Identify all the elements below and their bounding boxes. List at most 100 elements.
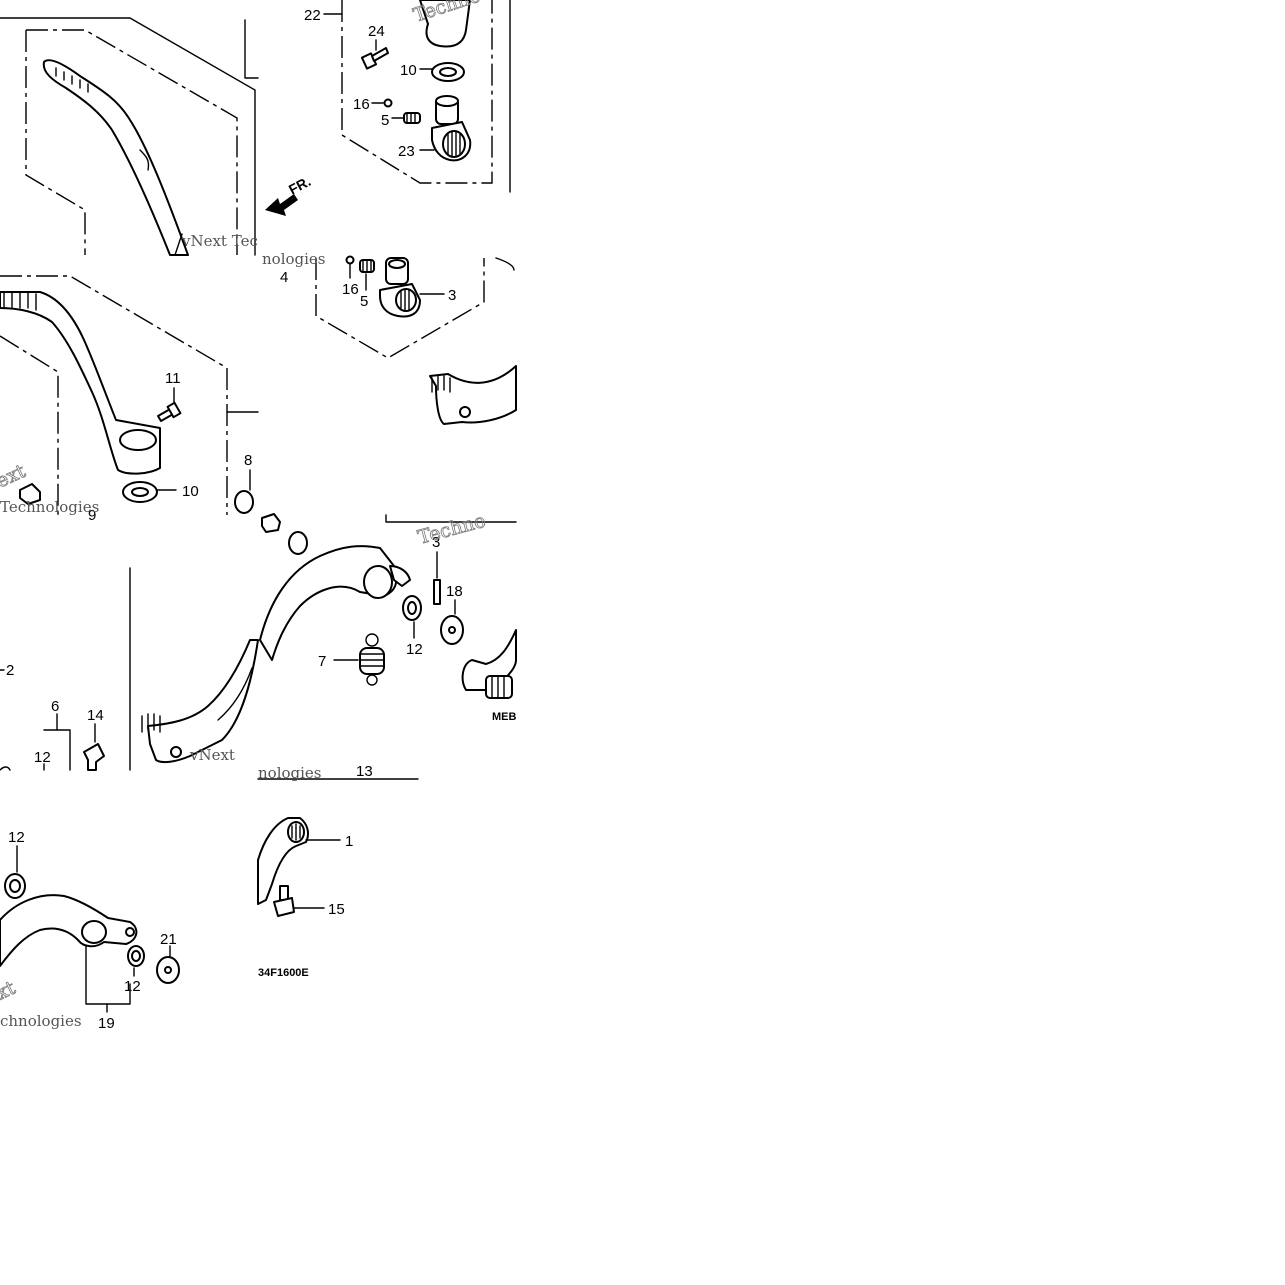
watermark-text: vNext [189, 746, 235, 764]
part-24-bolt [360, 39, 389, 70]
watermark-text: Technologies [0, 498, 99, 516]
callout-12: 12 [406, 641, 423, 658]
shift-pedal-pivot-hole [81, 920, 107, 944]
leader-19-bracket [85, 945, 131, 1005]
callout-4: 4 [280, 269, 288, 286]
watermark: Techno vNext Tec nologies ext Technologi… [0, 0, 488, 1030]
brake-pedal-arm [259, 545, 398, 661]
part-14-clip [83, 723, 105, 771]
part-15-bolt [273, 885, 325, 917]
tile-e-brake-pedal [234, 469, 517, 699]
fr-label: FR. [286, 173, 313, 198]
kick-starter-arm [42, 59, 189, 256]
pedal-pivot [459, 406, 471, 418]
part-12-seal [402, 595, 422, 639]
shift-lever-edge [0, 766, 11, 771]
callout-10: 10 [182, 483, 199, 500]
callout-16: 16 [353, 96, 370, 113]
callout-23: 23 [398, 143, 415, 160]
assembly-dashed-outline [341, 0, 493, 184]
callout-2: 2 [6, 662, 14, 679]
assembly-dashed-outline [26, 29, 238, 255]
callout-21: 21 [160, 931, 177, 948]
kick-arm-boss-hole [119, 429, 157, 451]
diagram-code-upper: MEB [492, 711, 517, 723]
assembly-dashed-outline [315, 258, 485, 359]
brake-pedal-edge [495, 257, 515, 271]
callout-3: 3 [432, 534, 440, 551]
watermark-text: nologies [258, 764, 322, 782]
callout-19: 19 [98, 1015, 115, 1032]
assembly-dashed-outline [0, 275, 228, 515]
watermark-text: xt [0, 977, 19, 1005]
kick-arm-grip-ridges [55, 67, 89, 93]
part-12-seal [4, 845, 26, 899]
part-13-cotter-pin [433, 551, 441, 605]
part-10-seal [122, 481, 177, 503]
shift-pedal [0, 894, 138, 967]
part-12-seal [127, 945, 145, 977]
shift-pedal-tab-hole [125, 927, 135, 937]
callout-14: 14 [87, 707, 104, 724]
pedal-teeth [141, 713, 161, 733]
leader-6-bracket [43, 729, 71, 771]
assembly-frame-line [385, 514, 517, 523]
part-5-spring [359, 259, 375, 291]
part-7-return-spring [333, 633, 385, 686]
callout-16: 16 [342, 281, 359, 298]
part-3-kick-spindle [379, 257, 445, 318]
pedal-pivot-bolt [261, 513, 281, 533]
tile-h-shift-pedal [0, 845, 180, 1013]
brake-pedal-tip [429, 365, 517, 425]
brake-pedal-body [147, 639, 259, 764]
tile-i-shift-arm [257, 817, 341, 917]
brake-pedal-tab [389, 565, 411, 587]
assembly-dashed-outline [25, 30, 86, 255]
diagram-code-lower: 34F1600E [258, 967, 309, 979]
assembly-dashed-outline [0, 335, 59, 515]
watermark-text: nologies [262, 250, 326, 268]
part-23-kick-spindle [419, 95, 472, 162]
assembly-frame-line [244, 19, 259, 79]
part-11-bolt [157, 387, 182, 422]
callout-9: 9 [88, 507, 96, 524]
part-22-kick-boss [419, 0, 471, 48]
pedal-pivot-collar [288, 531, 308, 555]
kick-arm-grip-ridges [3, 291, 37, 311]
callout-12: 12 [8, 829, 25, 846]
tile-a-kick-starter-arm [0, 17, 256, 256]
pedal-inner-edge [217, 667, 253, 721]
callout-8: 8 [244, 452, 252, 469]
assembly-frame-line [0, 17, 256, 256]
part-5-spring [391, 112, 421, 124]
callout-12: 12 [124, 978, 141, 995]
tile-b-spindle-parts: FR. [174, 0, 511, 256]
callout-11: 11 [165, 370, 181, 387]
callout-6: 6 [51, 698, 59, 715]
tile-f-shift-lever-parts [0, 567, 131, 771]
callout-13: 13 [356, 763, 373, 780]
callout-22: 22 [304, 7, 321, 24]
part-18-washer [440, 599, 464, 645]
callout-10: 10 [400, 62, 417, 79]
kick-arm-edge [174, 233, 183, 256]
pedal-pivot [170, 746, 182, 758]
part-9-bolt [19, 483, 41, 505]
callout-12: 12 [34, 749, 51, 766]
callout-5: 5 [360, 293, 368, 310]
part-10-seal [419, 62, 465, 82]
watermark-text: Techno [416, 510, 488, 549]
tile-d-spindle-assembly [315, 255, 517, 425]
joint-ridges [491, 675, 505, 699]
callout-labels: 22 24 10 16 5 23 4 16 5 3 11 10 8 9 3 18… [6, 7, 463, 1032]
callout-3: 3 [448, 287, 456, 304]
callout-1: 1 [345, 833, 353, 850]
kick-arm-detail [139, 149, 150, 171]
callout-5: 5 [381, 112, 389, 129]
kick-starter-arm-with-boss [0, 291, 161, 475]
brake-pedal-pivot-hole [363, 565, 393, 599]
shift-arm-splines [291, 823, 301, 841]
part-21-washer [156, 945, 180, 984]
